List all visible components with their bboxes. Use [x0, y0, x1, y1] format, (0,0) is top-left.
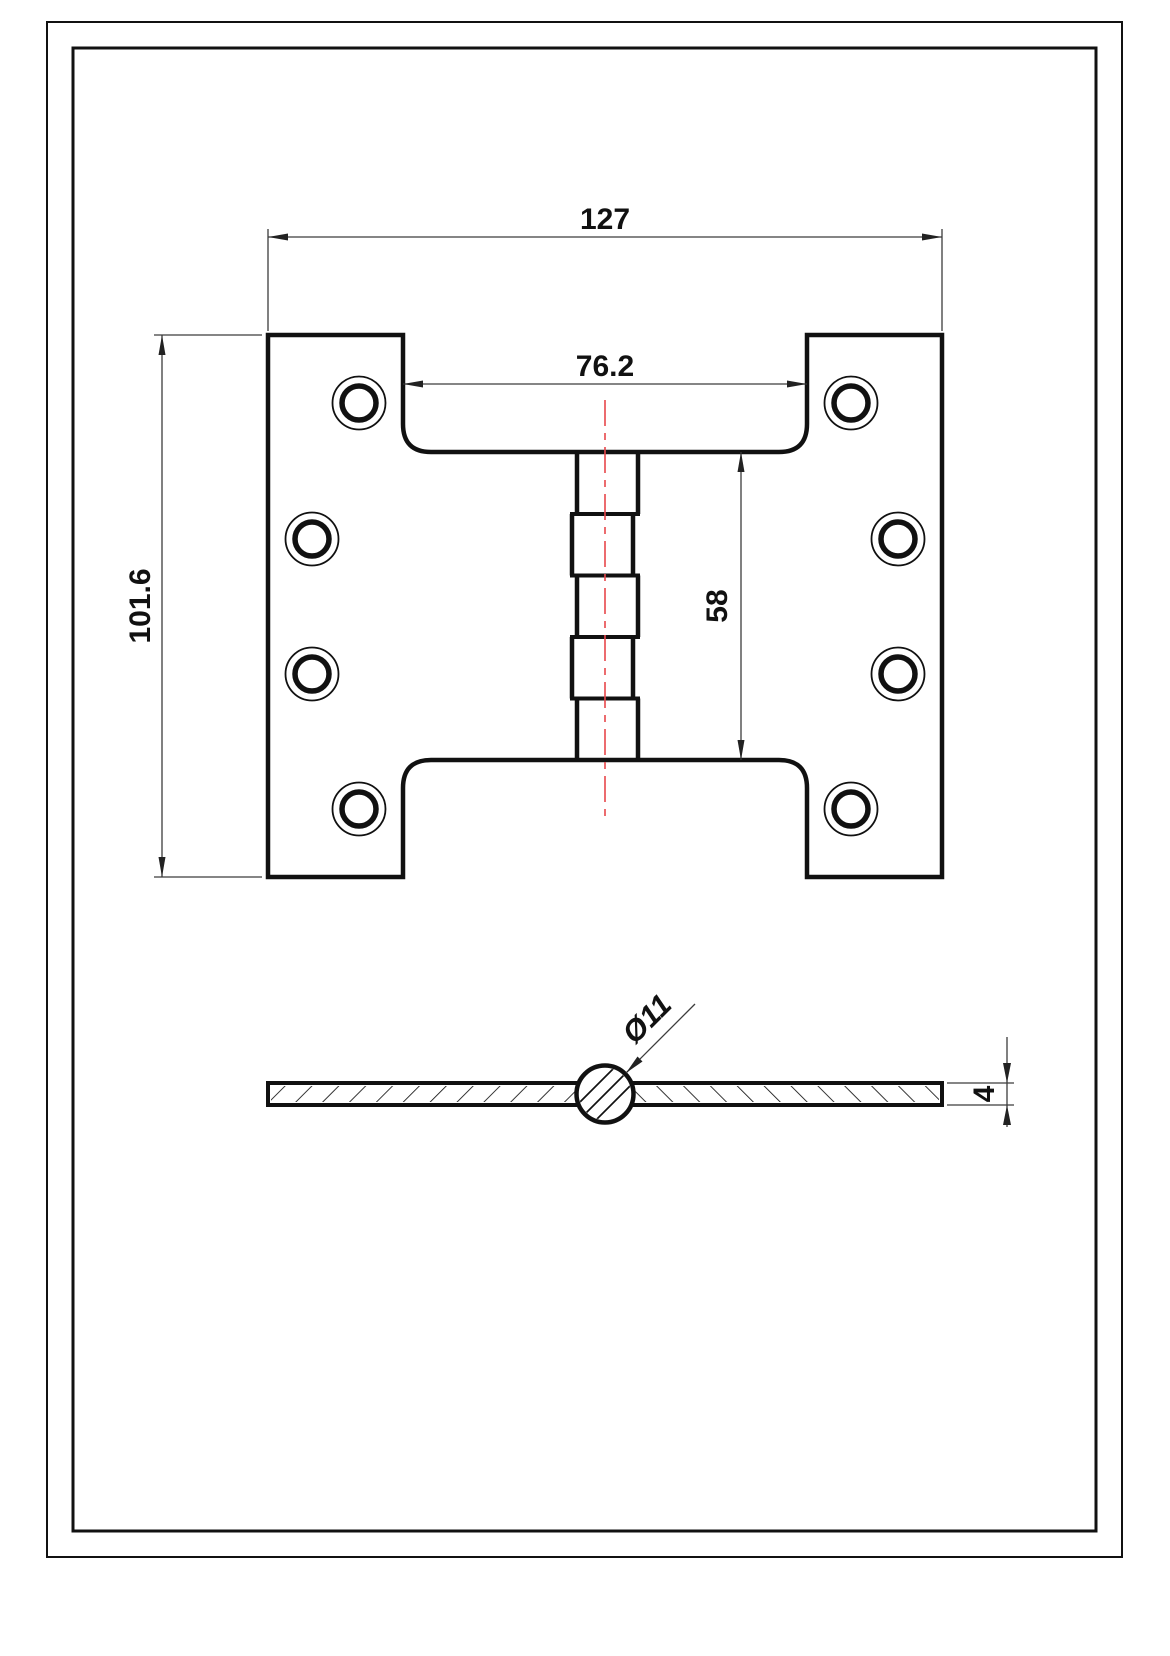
dim-label-pin-diameter: Ø11: [616, 988, 678, 1050]
screw-hole-countersink: [870, 511, 926, 567]
inner-page-border: [71, 46, 1098, 1533]
dimension-overall-width: 127: [267, 203, 943, 331]
screw-hole-countersink: [870, 646, 926, 702]
dim-label-overall-height: 101.6: [124, 568, 157, 643]
dim-label-leaf-thickness: 4: [968, 1085, 1001, 1102]
screw-hole: [292, 519, 332, 559]
dim-label-inner-width: 76.2: [576, 350, 634, 383]
screw-hole: [878, 519, 918, 559]
pin-hatching: [579, 1068, 631, 1120]
dimension-inner-width: 76.2: [403, 350, 807, 388]
screw-holes-left-leaf: [284, 375, 387, 837]
hinge-outline: [265, 332, 945, 880]
dimension-pin-diameter: Ø11: [616, 988, 696, 1074]
dimension-overall-height: 101.6: [124, 334, 262, 878]
front-view: 127 76.2 101.6 58: [124, 203, 945, 880]
outer-page-border: [46, 21, 1123, 1558]
dimension-leaf-thickness: 4: [947, 1037, 1014, 1127]
screw-hole: [878, 654, 918, 694]
screw-hole-countersink: [823, 781, 879, 837]
screw-hole: [831, 383, 871, 423]
dim-label-overall-width: 127: [580, 203, 630, 236]
section-view: Ø11 4: [266, 988, 1014, 1127]
screw-hole-countersink: [284, 646, 340, 702]
screw-hole-countersink: [284, 511, 340, 567]
screw-hole: [292, 654, 332, 694]
dimension-knuckle-height: 58: [701, 452, 745, 760]
screw-hole-countersink: [823, 375, 879, 431]
right-leaf-hatching: [634, 1086, 939, 1102]
screw-hole: [339, 789, 379, 829]
dim-label-knuckle-height: 58: [701, 589, 734, 622]
screw-hole-countersink: [331, 375, 387, 431]
screw-hole-countersink: [331, 781, 387, 837]
screw-holes-right-leaf: [823, 375, 926, 837]
screw-hole: [339, 383, 379, 423]
screw-hole: [831, 789, 871, 829]
left-leaf-hatching: [271, 1086, 576, 1102]
